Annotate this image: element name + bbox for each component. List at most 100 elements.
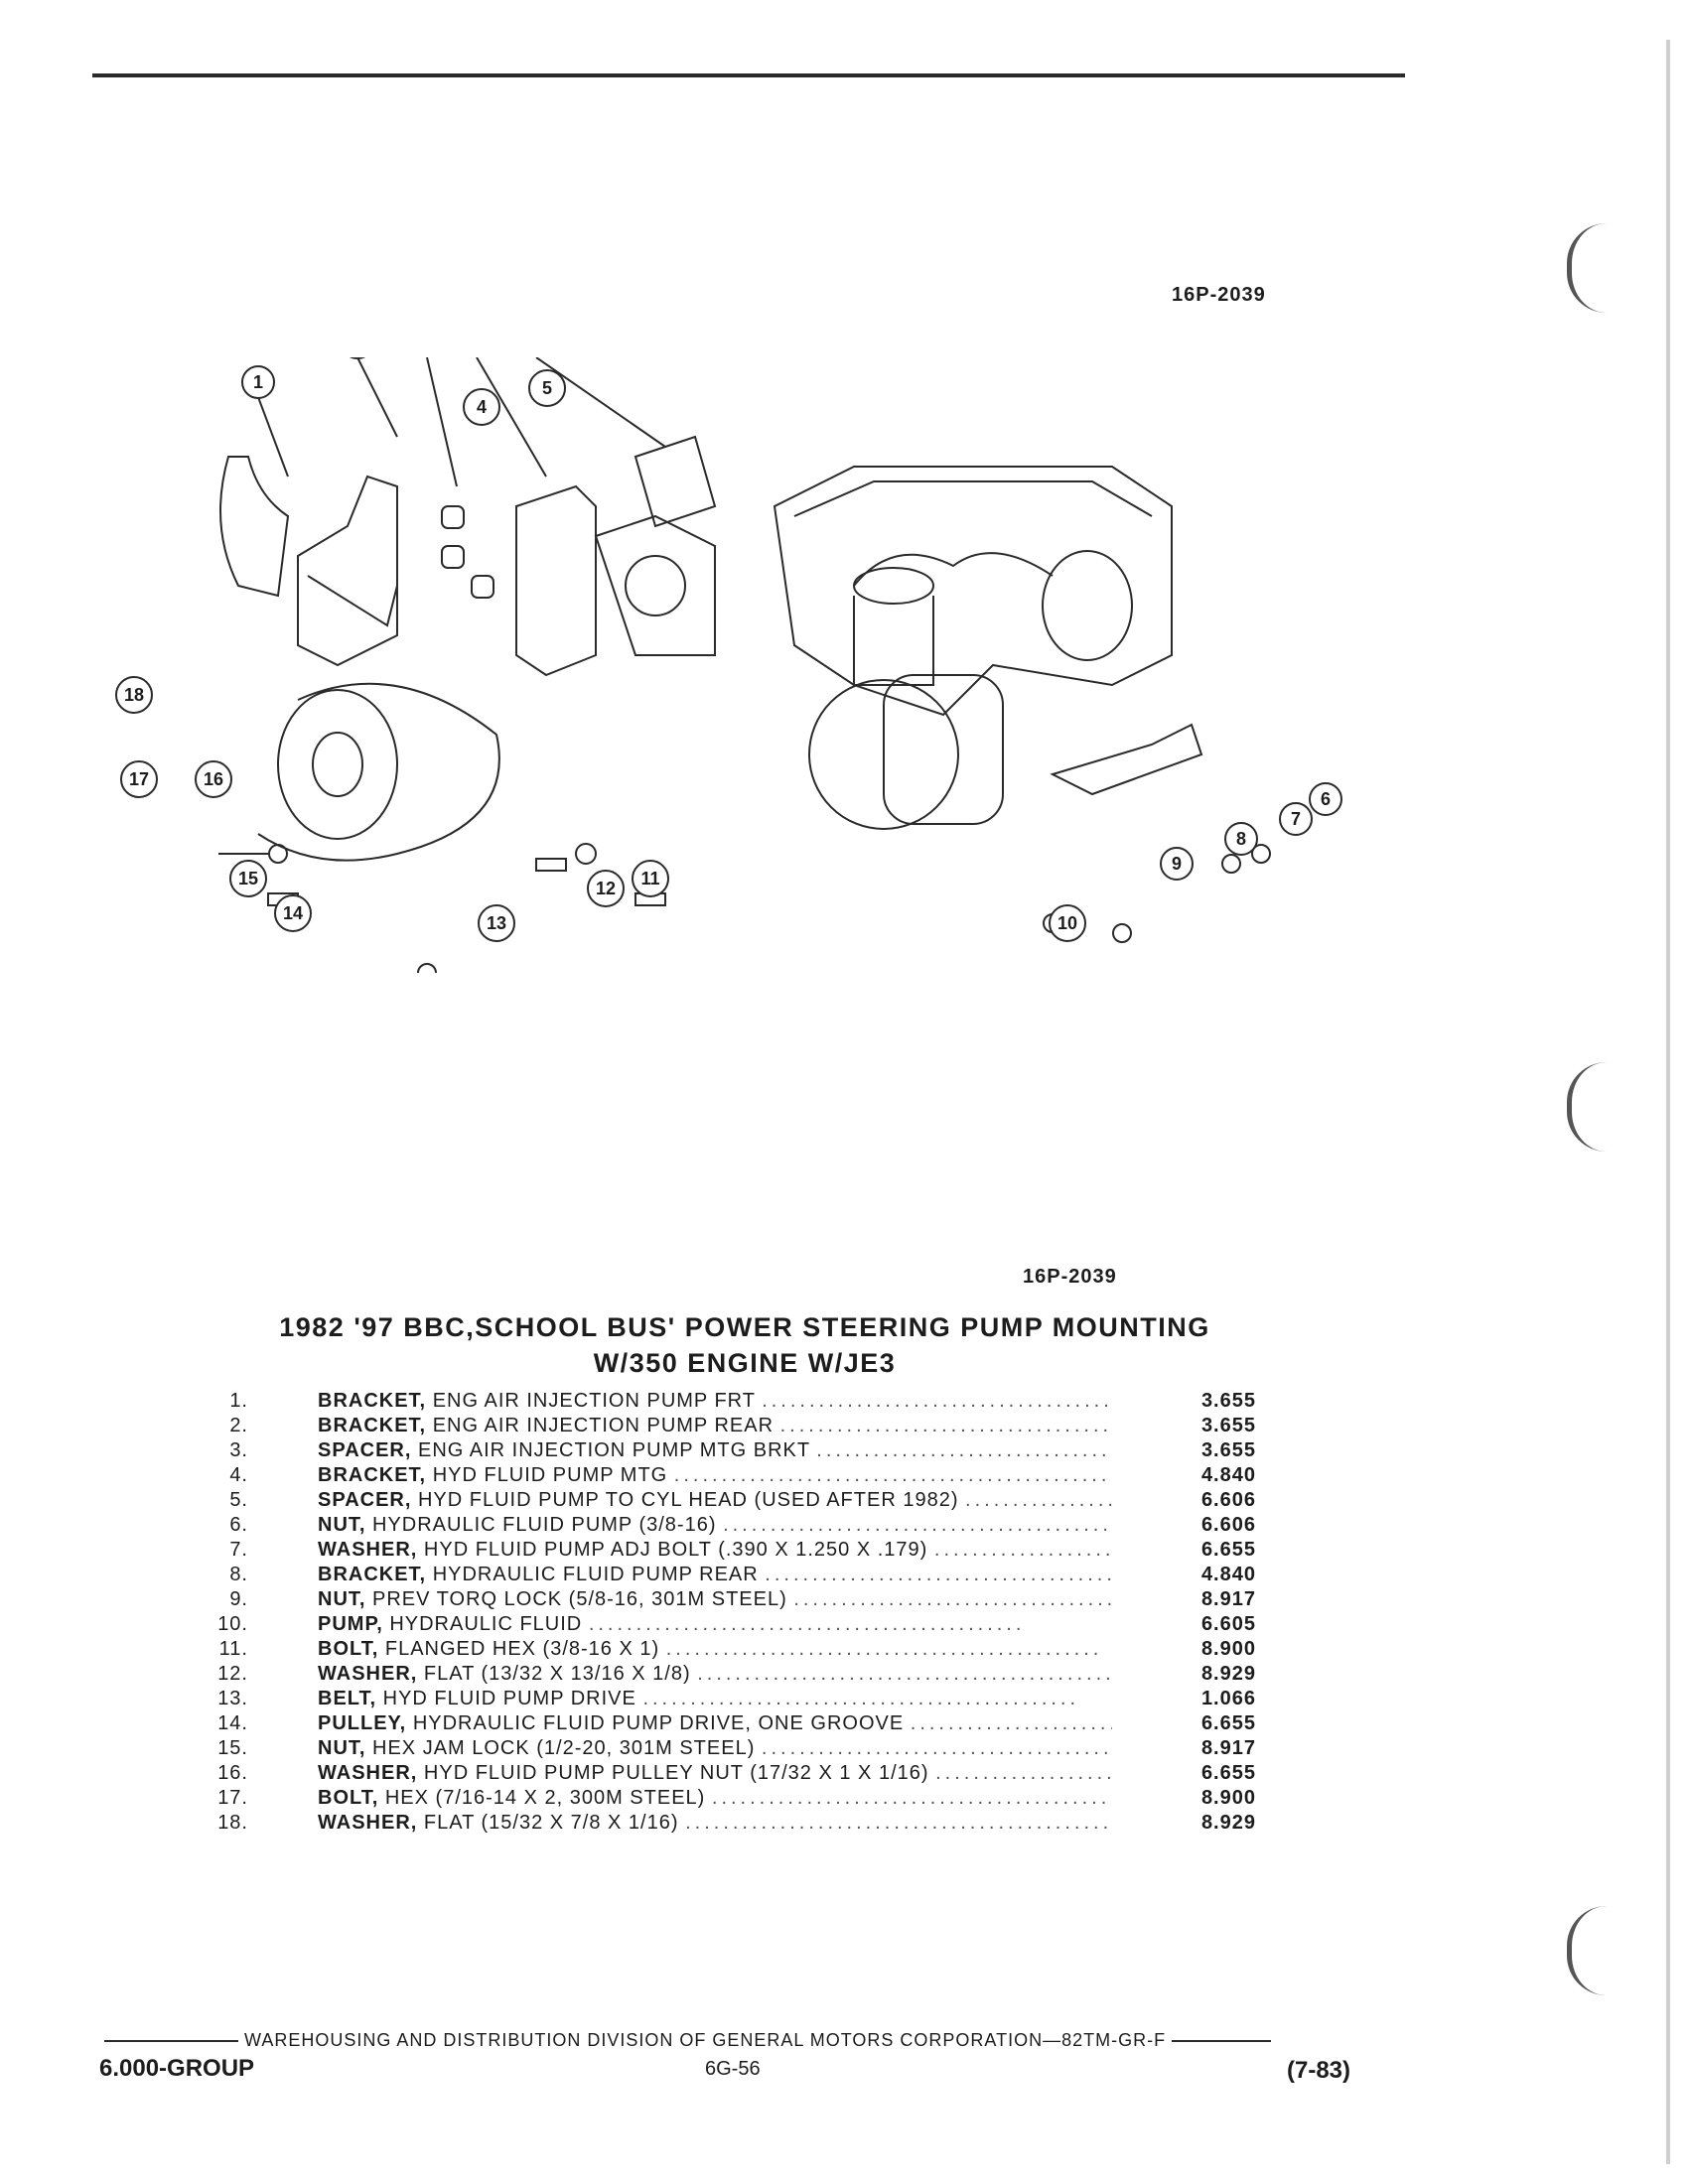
- part-detail: FLAT (15/32 X 7/8 X 1/16): [423, 1812, 679, 1834]
- footer-publisher: WAREHOUSING AND DISTRIBUTION DIVISION OF…: [104, 2030, 1370, 2051]
- callout-13: 13: [478, 904, 515, 942]
- part-number: 14.: [217, 1712, 248, 1734]
- leader-dots: ........................................…: [673, 1464, 1111, 1486]
- part-number: 7.: [229, 1539, 248, 1561]
- part-description: BRACKET, ENG AIR INJECTION PUMP REAR ...…: [318, 1415, 1112, 1437]
- part-name: WASHER,: [318, 1663, 418, 1685]
- footer-publisher-text: WAREHOUSING AND DISTRIBUTION DIVISION OF…: [244, 2030, 1167, 2050]
- leader-dots: ........................................…: [762, 1390, 1112, 1412]
- part-description: PULLEY, HYDRAULIC FLUID PUMP DRIVE, ONE …: [318, 1712, 1112, 1735]
- part-name: NUT,: [318, 1588, 366, 1610]
- leader-dots: ........................................…: [723, 1514, 1112, 1536]
- svg-text:8: 8: [1236, 829, 1246, 849]
- bracket-2-shape: [297, 475, 398, 667]
- part-description: WASHER, HYD FLUID PUMP PULLEY NUT (17/32…: [318, 1762, 1112, 1785]
- part-number: 11.: [218, 1638, 248, 1660]
- svg-text:15: 15: [238, 869, 258, 888]
- part-description: WASHER, FLAT (15/32 X 7/8 X 1/16) ......…: [318, 1812, 1112, 1835]
- callout-4: 4: [463, 388, 500, 426]
- callout-5: 5: [528, 369, 566, 407]
- binder-hole-middle: [1567, 1062, 1612, 1152]
- part-name: BRACKET,: [318, 1564, 427, 1585]
- washer-7-b: [1221, 854, 1241, 874]
- group-number: 8.900: [1200, 1787, 1256, 1809]
- footer-date: (7-83): [1287, 2057, 1351, 2084]
- pump-reservoir: [883, 674, 1004, 825]
- part-number: 13.: [217, 1688, 248, 1709]
- part-detail: HYDRAULIC FLUID: [389, 1613, 583, 1635]
- spacer-5-plate: [634, 435, 717, 528]
- parts-row: 2. BRACKET, ENG AIR INJECTION PUMP REAR .…: [209, 1415, 1255, 1439]
- callout-6: 6: [1309, 782, 1342, 816]
- part-number: 2.: [229, 1415, 248, 1436]
- part-name: BELT,: [318, 1688, 377, 1709]
- leader-dots: ........................................…: [697, 1663, 1112, 1685]
- exploded-parts-diagram: 1 2 3 6 7 8 9 10 11 12 13 14 15 16 17 18: [115, 357, 1342, 973]
- part-detail: PREV TORQ LOCK (5/8-16, 301M STEEL): [372, 1588, 787, 1610]
- part-description: BELT, HYD FLUID PUMP DRIVE .............…: [318, 1688, 1112, 1710]
- callout-10: 10: [1049, 904, 1086, 942]
- part-detail: HYD FLUID PUMP PULLEY NUT (17/32 X 1 X 1…: [423, 1762, 929, 1784]
- parts-row: 18.WASHER, FLAT (15/32 X 7/8 X 1/16) ...…: [209, 1812, 1255, 1837]
- title-line-1: 1982 '97 BBC,SCHOOL BUS' POWER STEERING …: [279, 1312, 1210, 1342]
- part-description: BRACKET, HYD FLUID PUMP MTG ............…: [318, 1464, 1112, 1487]
- part-name: PUMP,: [318, 1613, 383, 1635]
- callout-2: 2: [350, 357, 365, 359]
- parts-row: 17.BOLT, HEX (7/16-14 X 2, 300M STEEL) .…: [209, 1787, 1255, 1812]
- leader-1: [257, 396, 289, 478]
- svg-text:16: 16: [204, 769, 223, 789]
- part-detail: HEX JAM LOCK (1/2-20, 301M STEEL): [372, 1737, 756, 1759]
- plate-opening: [625, 555, 686, 616]
- svg-text:13: 13: [487, 913, 506, 933]
- title-line-2: W/350 ENGINE W/JE3: [593, 1348, 897, 1378]
- leader-dots: ........................................…: [765, 1564, 1112, 1585]
- callout-15: 15: [229, 860, 267, 897]
- part-number: 1.: [229, 1390, 248, 1412]
- part-description: NUT, HEX JAM LOCK (1/2-20, 301M STEEL) .…: [318, 1737, 1112, 1760]
- part-name: BRACKET,: [318, 1464, 427, 1486]
- group-number: 6.655: [1200, 1712, 1256, 1734]
- footer-group: 6.000-GROUP: [99, 2055, 255, 2082]
- bracket-4-shape: [515, 484, 597, 677]
- callout-9: 9: [1160, 847, 1194, 881]
- leader-dots: ........................................…: [779, 1415, 1112, 1436]
- leader-3: [426, 357, 458, 487]
- part-number: 15.: [217, 1737, 248, 1759]
- parts-row: 7.WASHER, HYD FLUID PUMP ADJ BOLT (.390 …: [209, 1539, 1255, 1564]
- part-detail: ENG AIR INJECTION PUMP FRT: [432, 1390, 756, 1412]
- part-number: 9.: [229, 1588, 248, 1610]
- drive-belt: [257, 682, 500, 862]
- parts-row: 12.WASHER, FLAT (13/32 X 13/16 X 1/8) ..…: [209, 1663, 1255, 1688]
- part-name: SPACER,: [318, 1489, 412, 1511]
- part-number: 17.: [217, 1787, 248, 1809]
- part-description: BRACKET, ENG AIR INJECTION PUMP FRT ....…: [318, 1390, 1112, 1413]
- parts-row: 4.BRACKET, HYD FLUID PUMP MTG ..........…: [209, 1464, 1255, 1489]
- svg-text:12: 12: [596, 879, 616, 898]
- manifold-runners: [853, 552, 1054, 587]
- page-edge: [1666, 40, 1670, 2164]
- part-detail: HYD FLUID PUMP DRIVE: [382, 1688, 636, 1709]
- bracket-1-shape: [219, 456, 290, 598]
- parts-row: 3.SPACER, ENG AIR INJECTION PUMP MTG BRK…: [209, 1439, 1255, 1464]
- parts-row: 11.BOLT, FLANGED HEX (3/8-16 X 1) ......…: [209, 1638, 1255, 1663]
- callout-1: 1: [241, 365, 275, 399]
- parts-row: 10.PUMP, HYDRAULIC FLUID ...............…: [209, 1613, 1255, 1638]
- leader-dots: ........................................…: [965, 1489, 1112, 1511]
- washer-18: [268, 844, 288, 864]
- group-number: 6.655: [1200, 1762, 1256, 1784]
- footer-page-number: 6G-56: [705, 2058, 761, 2080]
- part-name: BRACKET,: [318, 1390, 427, 1412]
- pulley-hub: [312, 732, 363, 797]
- mount-plate: [594, 514, 716, 656]
- svg-text:11: 11: [640, 869, 659, 888]
- spacer-3-c: [471, 575, 494, 599]
- pump-cap: [853, 567, 934, 605]
- group-number: 6.655: [1200, 1539, 1256, 1561]
- part-detail: FLAT (13/32 X 13/16 X 1/8): [423, 1663, 691, 1685]
- svg-text:9: 9: [1172, 854, 1182, 874]
- svg-text:14: 14: [283, 903, 303, 923]
- group-number: 8.929: [1200, 1663, 1256, 1685]
- group-number: 4.840: [1200, 1464, 1256, 1486]
- part-name: WASHER,: [318, 1762, 418, 1784]
- group-number: 6.605: [1200, 1613, 1256, 1635]
